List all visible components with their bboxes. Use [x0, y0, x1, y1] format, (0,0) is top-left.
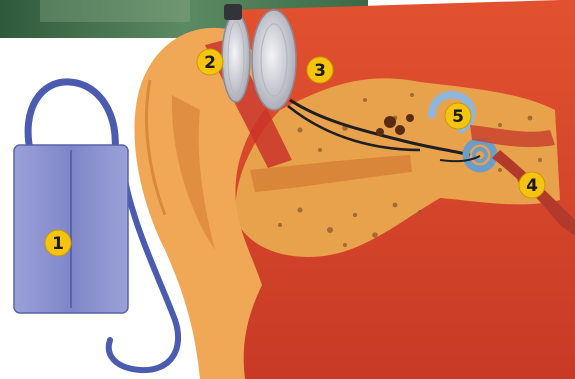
processor-strap	[28, 82, 115, 150]
marker-receiver-stimulator: 3	[307, 57, 333, 83]
coil-clip	[224, 4, 242, 20]
marker-label: 3	[314, 61, 326, 81]
marker-electrode-array: 5	[445, 103, 471, 129]
marker-label: 1	[52, 234, 64, 254]
marker-label: 2	[204, 53, 216, 73]
marker-label: 5	[452, 107, 464, 127]
marker-speech-processor: 1	[45, 230, 71, 256]
foliage-highlight	[40, 0, 190, 22]
receiver-stimulator	[252, 10, 296, 110]
marker-auditory-nerve: 4	[519, 172, 545, 198]
transmitter-coil	[222, 14, 250, 102]
marker-transmitter-coil: 2	[197, 49, 223, 75]
marker-label: 4	[526, 176, 538, 196]
